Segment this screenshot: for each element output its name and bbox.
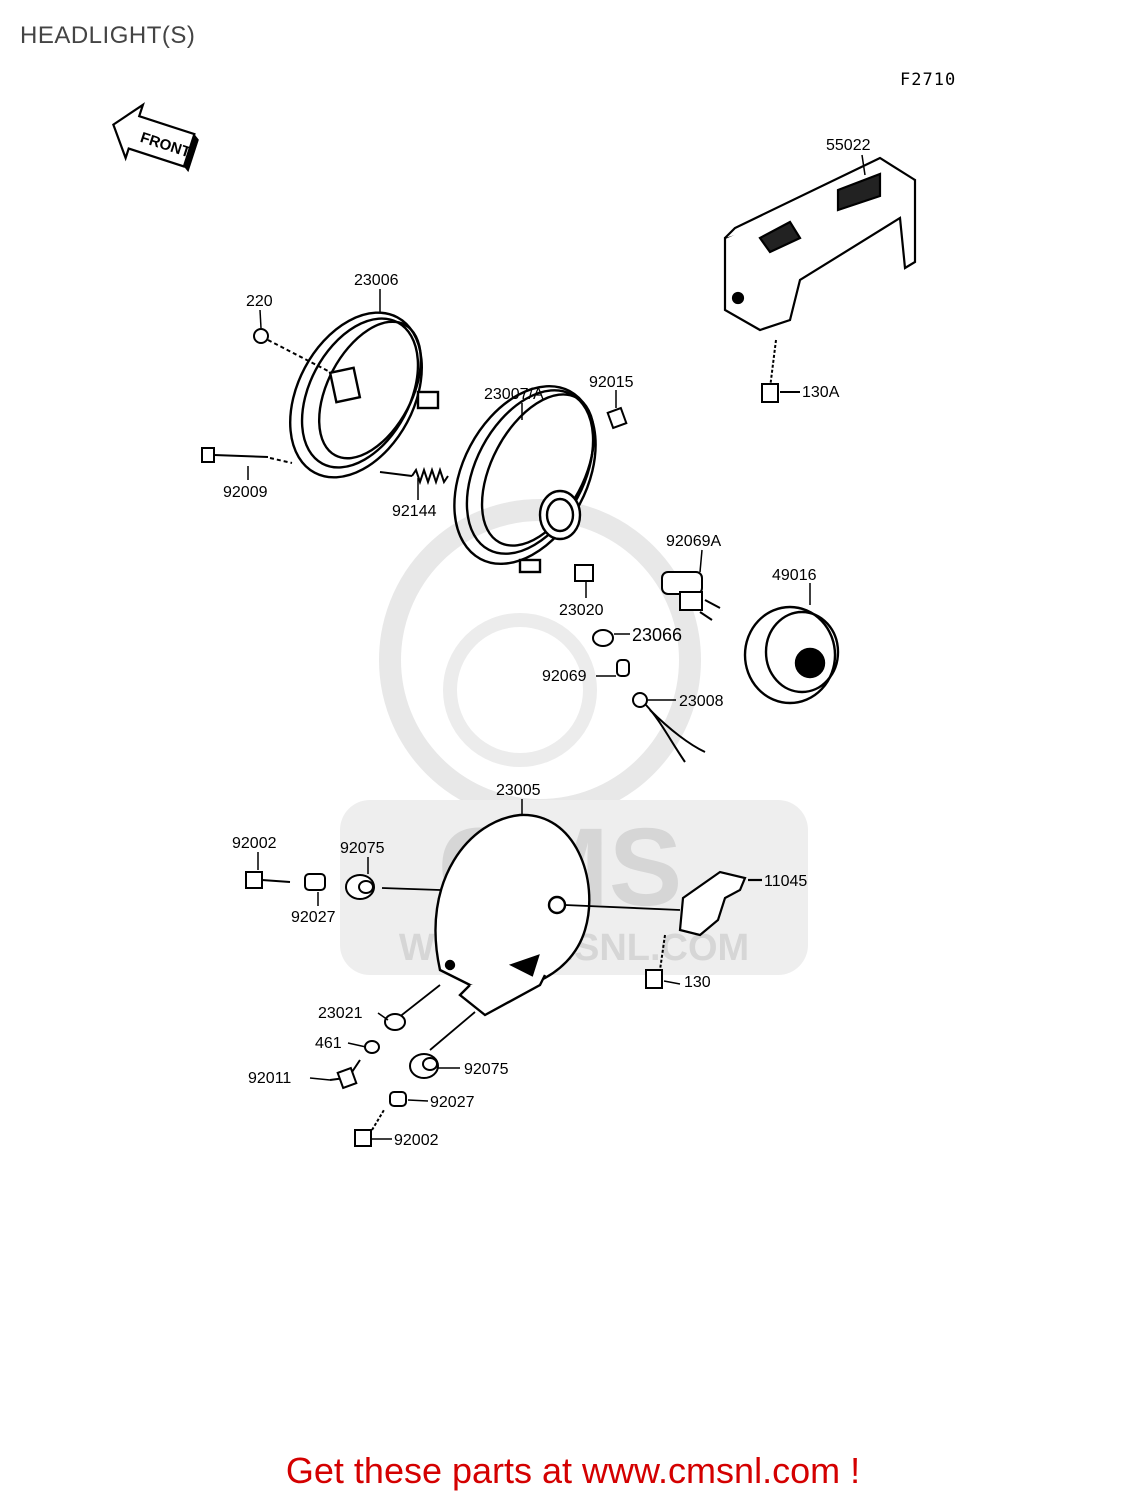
watermark-mascot-face xyxy=(443,613,597,767)
page-title: HEADLIGHT(S) xyxy=(20,22,196,49)
label-220: 220 xyxy=(246,293,273,310)
label-92027-upper: 92027 xyxy=(291,909,336,926)
label-49016: 49016 xyxy=(772,567,817,584)
label-23066: 23066 xyxy=(632,625,682,645)
reflector-unit xyxy=(453,385,597,574)
watermark-mascot-head xyxy=(379,499,701,821)
label-55022: 55022 xyxy=(826,137,871,154)
bulb-92069 xyxy=(616,659,630,677)
grommet-23066 xyxy=(592,629,614,647)
part-number-labels: 55022 23006 220 23007/A 92015 130A 92009… xyxy=(223,137,871,1149)
bolt-92002-upper xyxy=(245,871,291,889)
figure-code: F2710 xyxy=(900,70,957,90)
cmsnl-footer-link[interactable]: Get these parts at www.cmsnl.com ! xyxy=(285,1450,861,1491)
label-23021: 23021 xyxy=(318,1005,363,1022)
label-92069: 92069 xyxy=(542,668,587,685)
socket-23008 xyxy=(632,692,706,763)
label-23006: 23006 xyxy=(354,272,399,289)
screw-220 xyxy=(253,328,331,373)
washer-461 xyxy=(364,1040,380,1054)
bolt-92011 xyxy=(329,1059,361,1090)
label-92027-lower: 92027 xyxy=(430,1094,475,1111)
headlight-rim xyxy=(289,311,440,479)
part-callouts xyxy=(247,154,866,1140)
dust-cover-49016 xyxy=(743,605,840,705)
label-23008: 23008 xyxy=(679,693,724,710)
label-130a: 130A xyxy=(802,384,840,401)
label-92144: 92144 xyxy=(392,503,437,520)
label-92015: 92015 xyxy=(589,374,634,391)
adjuster-23020 xyxy=(574,564,594,582)
bolt-92002-lower xyxy=(354,1109,385,1147)
label-23007-a: 23007/A xyxy=(484,386,544,403)
headlight-cover-bracket xyxy=(723,156,917,332)
grommet-92075-lower xyxy=(409,1053,439,1079)
label-92002-upper: 92002 xyxy=(232,835,277,852)
headlight-housing-23005 xyxy=(434,813,591,1017)
label-92075-lower: 92075 xyxy=(464,1061,509,1078)
label-92075-upper: 92075 xyxy=(340,840,385,857)
label-92002-lower: 92002 xyxy=(394,1132,439,1149)
bolt-92009 xyxy=(201,447,293,464)
label-92069a: 92069A xyxy=(666,533,721,550)
label-11045: 11045 xyxy=(764,873,807,890)
label-461: 461 xyxy=(315,1035,342,1052)
nut-23021 xyxy=(384,1013,406,1031)
collar-92027-upper xyxy=(304,873,326,891)
bolt-130 xyxy=(645,934,666,989)
assembly-lines xyxy=(381,887,681,1051)
collar-92027-lower xyxy=(389,1091,407,1107)
exploded-parts-diagram: CMS WWW.CMSNL.COM FRONT xyxy=(112,102,917,1149)
clip-92015 xyxy=(606,406,628,430)
grommet-92075-upper xyxy=(345,874,375,900)
spring-92144 xyxy=(379,466,449,486)
bracket-11045 xyxy=(678,870,762,937)
label-23005: 23005 xyxy=(496,782,541,799)
label-130: 130 xyxy=(684,974,711,991)
label-92011: 92011 xyxy=(248,1070,291,1087)
bolt-130a xyxy=(761,339,800,403)
label-92009: 92009 xyxy=(223,484,268,501)
front-arrow-icon: FRONT xyxy=(112,102,199,173)
bulb-92069a xyxy=(661,571,721,621)
label-23020: 23020 xyxy=(559,602,604,619)
